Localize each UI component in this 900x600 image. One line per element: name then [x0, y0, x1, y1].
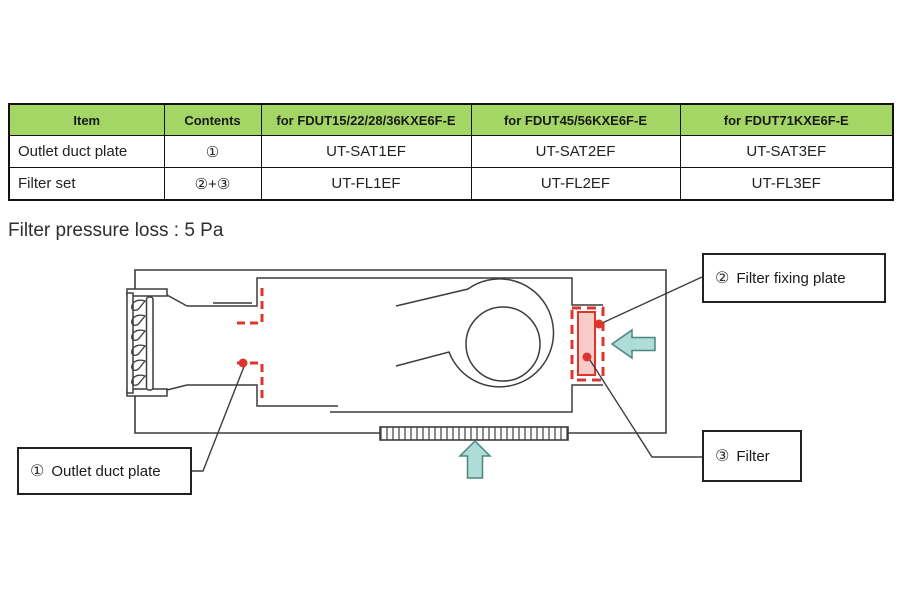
- unit-casing-outline: [134, 269, 667, 434]
- table-cell-part: UT-FL3EF: [679, 167, 894, 201]
- table-cell-part: UT-SAT1EF: [260, 135, 472, 168]
- table-cell-contents: ①: [163, 135, 262, 168]
- parts-table: Item Contents for FDUT15/22/28/36KXE6F-E…: [8, 103, 894, 201]
- fan-scroll: [395, 278, 555, 388]
- leader-dots: [238, 319, 604, 368]
- column-header-model2: for FDUT45/56KXE6F-E: [470, 103, 681, 136]
- table-row: Outlet duct plate ① UT-SAT1EF UT-SAT2EF …: [8, 135, 894, 168]
- airflow-left-arrow: [610, 328, 656, 360]
- callout-label: Outlet duct plate: [51, 462, 161, 480]
- inlet-grille-hatch: [380, 427, 568, 440]
- column-header-model3: for FDUT71KXE6F-E: [679, 103, 894, 136]
- table-cell-part: UT-SAT3EF: [679, 135, 894, 168]
- callout-filter: ③ Filter: [702, 430, 802, 482]
- circled-number-3: ③: [715, 448, 730, 465]
- filter-fixing-plate-mark: [570, 306, 605, 382]
- circled-number-1: ①: [30, 463, 45, 480]
- fan-housing-outline: [187, 277, 603, 413]
- table-cell-part: UT-SAT2EF: [470, 135, 681, 168]
- circled-number-2: ②: [715, 270, 730, 287]
- table-cell-part: UT-FL1EF: [260, 167, 472, 201]
- table-cell-item: Filter set: [8, 167, 165, 201]
- filter-pressure-loss-note: Filter pressure loss : 5 Pa: [8, 220, 224, 241]
- callout-filter-fixing-plate: ② Filter fixing plate: [702, 253, 886, 303]
- callout-leader-lines: [192, 276, 703, 472]
- table-header-row: Item Contents for FDUT15/22/28/36KXE6F-E…: [8, 103, 894, 136]
- table-cell-contents: ②+③: [163, 167, 262, 201]
- callout-label: Filter: [736, 447, 770, 465]
- outlet-duct-plate-marks: [237, 288, 264, 400]
- airflow-up-arrow: [458, 439, 492, 479]
- outlet-louver: [126, 288, 188, 397]
- callout-label: Filter fixing plate: [736, 269, 846, 287]
- callout-outlet-duct-plate: ① Outlet duct plate: [17, 447, 192, 495]
- louver-fins: [131, 299, 147, 386]
- table-row: Filter set ②+③ UT-FL1EF UT-FL2EF UT-FL3E…: [8, 167, 894, 201]
- filter-mark: [577, 311, 596, 376]
